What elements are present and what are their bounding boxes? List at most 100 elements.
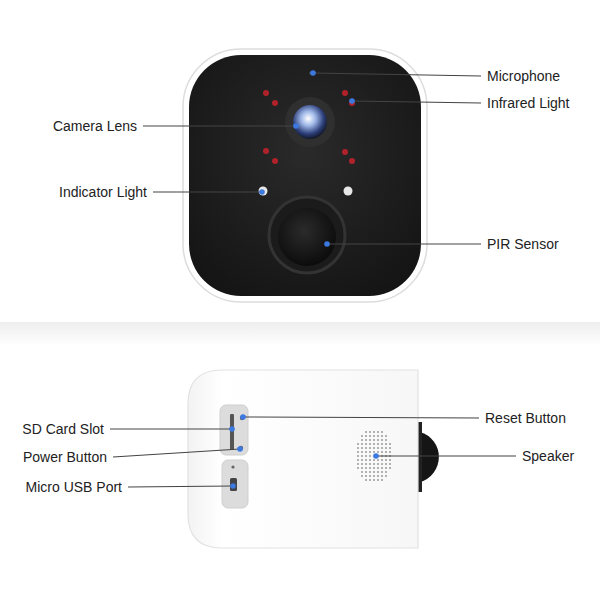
grill-hole — [373, 459, 375, 461]
grill-hole — [377, 431, 379, 433]
grill-hole — [369, 479, 371, 481]
grill-hole — [389, 459, 391, 461]
grill-hole — [357, 459, 359, 461]
grill-hole — [357, 451, 359, 453]
grill-hole — [365, 479, 367, 481]
grill-hole — [373, 479, 375, 481]
infrared-leds — [263, 90, 355, 164]
grill-hole — [365, 463, 367, 465]
pir-sensor — [278, 208, 336, 266]
leader-line — [110, 428, 232, 429]
grill-hole — [365, 467, 367, 469]
grill-hole — [377, 467, 379, 469]
grill-hole — [373, 439, 375, 441]
leader-line — [243, 417, 479, 418]
grill-hole — [357, 447, 359, 449]
leader-line — [376, 455, 516, 456]
ir-led — [263, 90, 269, 96]
grill-hole — [385, 475, 387, 477]
pointer-dot — [324, 241, 330, 247]
grill-hole — [369, 471, 371, 473]
grill-hole — [369, 455, 371, 457]
grill-hole — [365, 447, 367, 449]
grill-hole — [361, 459, 363, 461]
grill-hole — [365, 443, 367, 445]
micro-usb-port — [230, 478, 237, 491]
grill-hole — [365, 439, 367, 441]
part-label: SD Card Slot — [22, 421, 104, 437]
grill-hole — [369, 439, 371, 441]
part-label: Indicator Light — [59, 184, 147, 200]
part-label: Microphone — [487, 68, 560, 84]
pointer-dot — [259, 189, 265, 195]
grill-hole — [377, 451, 379, 453]
grill-hole — [377, 463, 379, 465]
leader-line — [113, 449, 240, 457]
part-label: Infrared Light — [487, 95, 570, 111]
leader-line — [313, 73, 481, 76]
grill-hole — [369, 467, 371, 469]
grill-hole — [357, 463, 359, 465]
camera-body — [188, 370, 418, 548]
port-cover — [220, 405, 248, 455]
grill-hole — [365, 459, 367, 461]
grill-hole — [385, 443, 387, 445]
grill-hole — [377, 475, 379, 477]
pointer-dots — [229, 70, 379, 489]
grill-hole — [373, 451, 375, 453]
camera-lens — [293, 105, 327, 139]
ir-led — [272, 158, 278, 164]
grill-hole — [361, 455, 363, 457]
grill-hole — [377, 443, 379, 445]
grill-hole — [373, 443, 375, 445]
grill-hole — [377, 435, 379, 437]
grill-hole — [365, 435, 367, 437]
grill-hole — [389, 463, 391, 465]
ir-led — [349, 158, 355, 164]
grill-hole — [361, 471, 363, 473]
grill-hole — [373, 447, 375, 449]
grill-hole — [361, 439, 363, 441]
grill-hole — [365, 455, 367, 457]
leader-line — [153, 191, 262, 192]
grill-hole — [369, 443, 371, 445]
camera-face — [189, 55, 421, 296]
grill-hole — [385, 467, 387, 469]
grill-hole — [373, 431, 375, 433]
pointer-dot — [310, 70, 316, 76]
leader-line — [143, 125, 296, 126]
camera-housing — [183, 49, 427, 302]
ir-led — [342, 149, 348, 155]
indicator-light — [344, 187, 353, 196]
leader-line — [128, 486, 233, 487]
grill-hole — [369, 431, 371, 433]
grill-hole — [373, 475, 375, 477]
pointer-dot — [373, 453, 379, 459]
port-led — [231, 465, 234, 468]
grill-hole — [369, 463, 371, 465]
pointer-dot — [237, 446, 243, 452]
grill-hole — [357, 455, 359, 457]
grill-hole — [361, 443, 363, 445]
grill-hole — [369, 451, 371, 453]
pointer-dot — [229, 426, 235, 432]
grill-hole — [381, 475, 383, 477]
grill-hole — [369, 447, 371, 449]
grill-hole — [381, 443, 383, 445]
leader-line — [327, 243, 481, 244]
grill-hole — [381, 463, 383, 465]
leader-lines — [110, 73, 516, 487]
part-label: Speaker — [522, 448, 574, 464]
part-label: Power Button — [23, 449, 107, 465]
grill-hole — [369, 459, 371, 461]
grill-hole — [377, 471, 379, 473]
grill-hole — [381, 439, 383, 441]
ir-led — [272, 100, 278, 106]
grill-hole — [365, 471, 367, 473]
grill-hole — [361, 463, 363, 465]
pointer-dot — [349, 98, 355, 104]
grill-hole — [381, 471, 383, 473]
grill-hole — [385, 451, 387, 453]
